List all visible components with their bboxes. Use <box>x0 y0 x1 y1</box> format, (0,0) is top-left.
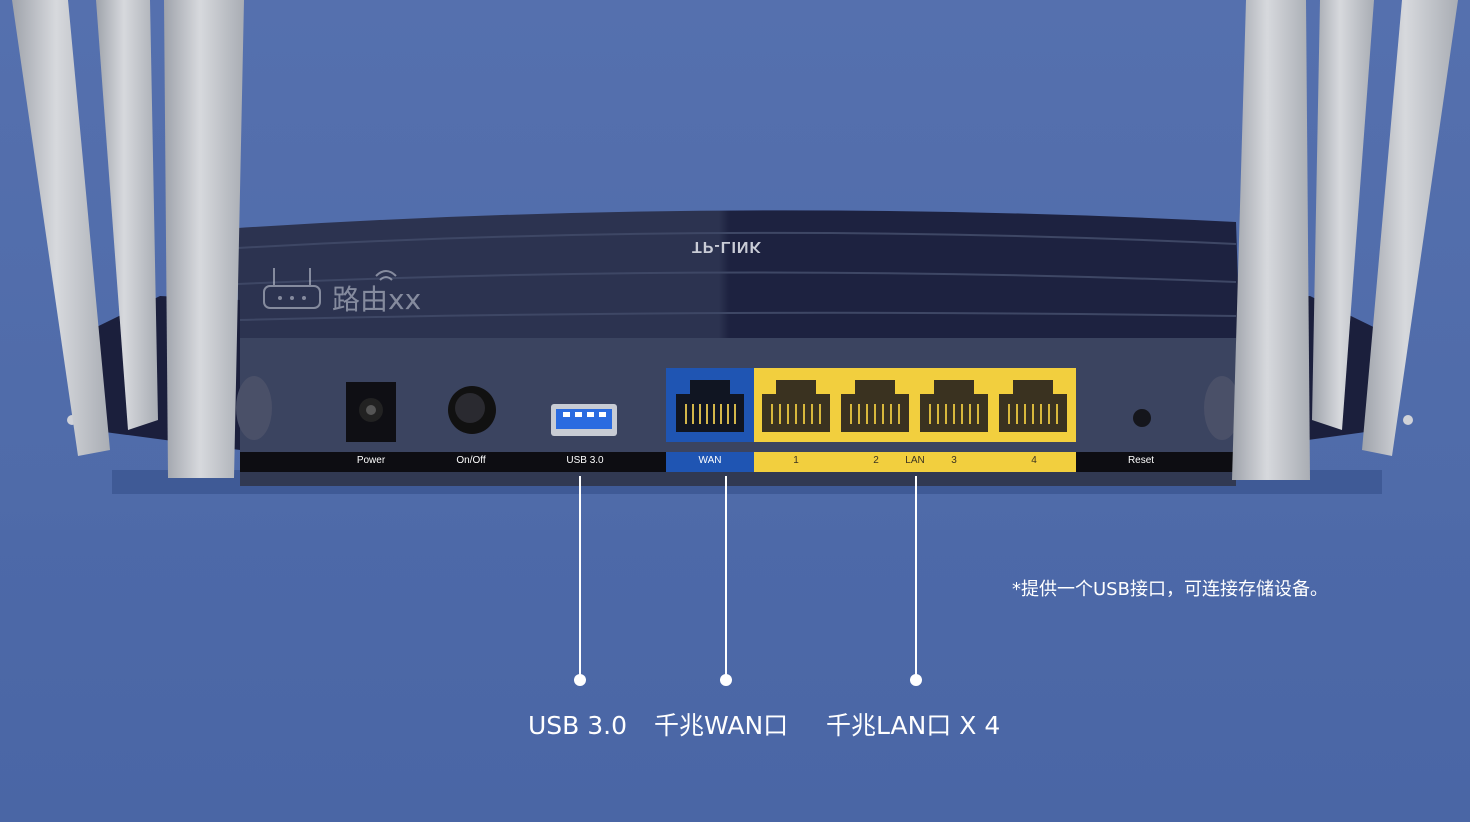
reset-hole <box>1133 409 1151 427</box>
wan-port-pins <box>685 404 736 424</box>
router-bottom-edge <box>240 472 1236 486</box>
lan-label-strip <box>754 452 1076 472</box>
antenna-left-mid <box>96 0 158 430</box>
label-lan-1: 1 <box>793 455 799 466</box>
callout-lines <box>579 476 917 678</box>
router-wifi-icon <box>263 268 397 309</box>
label-lan-3: 3 <box>951 455 957 466</box>
label-lan-title: LAN <box>905 455 925 466</box>
callout-dots <box>574 674 922 686</box>
wan-label-strip <box>666 452 754 472</box>
floor-surface <box>0 530 1470 822</box>
lan-port-pins <box>771 404 1058 424</box>
label-reset: Reset <box>1127 455 1155 466</box>
watermark-text: 路由xx <box>332 283 422 316</box>
mount-screw-right <box>1403 415 1413 425</box>
antenna-right-front <box>1232 0 1310 480</box>
label-lan-4: 4 <box>1031 455 1037 466</box>
power-jack-pin <box>366 405 376 415</box>
antenna-right-mid <box>1312 0 1374 430</box>
usb-port-contacts <box>563 412 606 417</box>
onoff-button-face <box>455 393 485 423</box>
label-wan: WAN <box>698 455 722 466</box>
router-top-cover <box>238 210 1240 342</box>
callout-wan: 千兆WAN口 <box>654 711 789 740</box>
callout-dot-lan <box>910 674 922 686</box>
antenna-connector-left <box>236 376 272 440</box>
antenna-connector-right <box>1204 376 1240 440</box>
callout-dot-usb <box>574 674 586 686</box>
antenna-left-outer <box>12 0 110 456</box>
callout-lan: 千兆LAN口 X 4 <box>826 711 1001 740</box>
watermark: 路由xx <box>260 262 450 318</box>
callout-usb: USB 3.0 <box>528 711 628 740</box>
antenna-right-outer <box>1362 0 1458 456</box>
label-onoff: On/Off <box>456 455 486 466</box>
router-groove <box>237 231 1237 249</box>
brand-logo: TP-LINK <box>691 238 763 255</box>
callout-dot-wan <box>720 674 732 686</box>
router-groove <box>237 311 1237 321</box>
footnote: *提供一个USB接口，可连接存储设备。 <box>1012 579 1328 600</box>
antenna-left-front <box>164 0 244 478</box>
label-power: Power <box>356 455 386 466</box>
label-lan-2: 2 <box>873 455 879 466</box>
label-usb: USB 3.0 <box>566 455 604 466</box>
